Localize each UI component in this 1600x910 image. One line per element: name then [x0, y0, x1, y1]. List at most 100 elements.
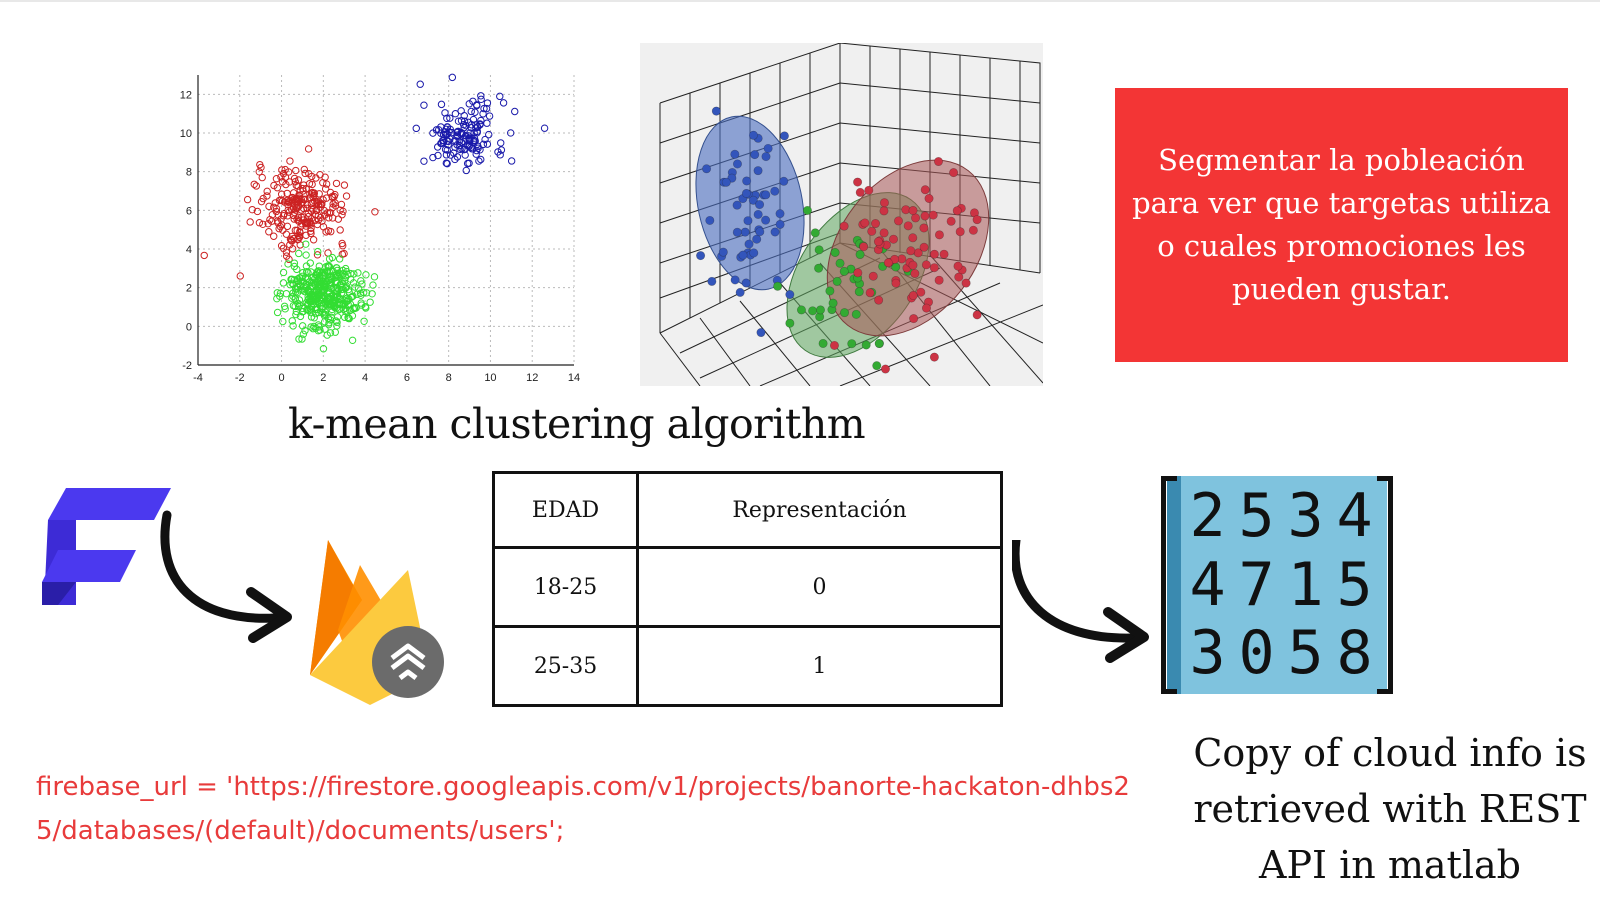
data-point	[292, 204, 301, 213]
data-point	[835, 258, 845, 268]
matrix-cell: 4	[1336, 481, 1373, 551]
data-point	[743, 216, 753, 226]
data-point	[753, 209, 763, 219]
matrix-shade	[1167, 476, 1181, 694]
data-point	[344, 313, 352, 322]
data-point	[779, 176, 789, 186]
data-point	[702, 164, 712, 174]
data-point	[879, 206, 889, 216]
data-point	[796, 305, 806, 315]
data-point	[349, 279, 358, 287]
data-point	[264, 219, 272, 228]
table-header-cell: Representación	[636, 471, 1003, 549]
data-point	[290, 174, 299, 183]
data-point	[867, 226, 877, 236]
data-point	[511, 107, 519, 116]
table-row: 18-25 0	[491, 546, 1003, 628]
data-point	[337, 300, 345, 309]
note-line: para ver que targetas utiliza	[1132, 186, 1551, 220]
data-point	[873, 237, 883, 247]
data-point	[761, 215, 771, 225]
x-tick-label: 14	[568, 372, 580, 384]
data-point	[276, 292, 284, 300]
data-point	[302, 231, 310, 239]
data-point	[286, 157, 294, 165]
data-point	[955, 227, 965, 237]
y-tick-label: 4	[186, 244, 192, 256]
data-point	[929, 352, 939, 362]
data-point	[853, 177, 863, 187]
data-point	[236, 272, 244, 280]
data-point	[333, 318, 341, 327]
data-point	[864, 185, 874, 195]
data-point	[321, 185, 330, 193]
age-representation-table: EDAD Representación 18-25 0 25-35 1	[491, 471, 1003, 707]
data-point	[299, 307, 307, 316]
data-point	[326, 209, 335, 217]
data-point	[279, 268, 288, 277]
data-point	[924, 193, 934, 203]
data-point	[248, 205, 256, 214]
data-point	[308, 172, 316, 181]
data-point	[480, 104, 488, 113]
segmentation-note: Segmentar la pobleación para ver que tar…	[1115, 88, 1568, 362]
data-point	[485, 130, 493, 139]
matrix-cell: 0	[1238, 618, 1275, 689]
data-point	[870, 219, 880, 229]
data-point	[331, 296, 340, 304]
data-point	[316, 171, 324, 179]
matrix-cell: 5	[1336, 549, 1373, 620]
data-point	[854, 287, 864, 297]
data-point	[298, 322, 307, 330]
data-point	[721, 177, 731, 187]
data-point	[711, 106, 721, 116]
data-point	[961, 278, 971, 288]
data-point	[275, 224, 283, 233]
data-point	[320, 310, 328, 318]
data-point	[314, 308, 323, 317]
data-point	[282, 289, 291, 298]
data-point	[465, 135, 473, 144]
data-point	[333, 322, 341, 330]
data-point	[756, 328, 766, 338]
clustering-caption: k-mean clustering algorithm	[288, 400, 866, 448]
data-point	[412, 124, 420, 133]
data-point	[496, 151, 504, 159]
matrix-icon: 2 5 3 4 4 7 1 5 3 0 5 8	[1161, 476, 1393, 694]
data-point	[855, 187, 865, 197]
data-point	[474, 144, 482, 152]
data-point	[356, 289, 365, 297]
matrix-cell: 1	[1287, 549, 1324, 620]
data-point	[919, 223, 929, 233]
y-tick-label: 12	[180, 89, 192, 101]
data-point	[326, 329, 335, 337]
data-point	[454, 127, 462, 135]
data-point	[357, 277, 365, 285]
data-point	[883, 258, 893, 268]
data-point	[909, 314, 919, 324]
x-tick-label: 12	[526, 372, 538, 384]
data-point	[903, 221, 913, 231]
data-point	[345, 295, 353, 303]
data-point	[255, 168, 263, 176]
table-cell: 25-35	[491, 625, 640, 707]
data-point	[832, 276, 842, 286]
data-point	[302, 218, 310, 226]
data-point	[868, 271, 878, 281]
data-point	[307, 227, 315, 235]
data-point	[471, 108, 479, 116]
data-point	[324, 263, 333, 271]
note-line: o cuales promociones les	[1157, 229, 1526, 263]
data-point	[744, 239, 754, 249]
y-tick-label: 6	[186, 205, 192, 217]
data-point	[341, 307, 350, 316]
data-point	[348, 336, 357, 345]
data-point	[696, 251, 706, 261]
data-point	[299, 330, 308, 338]
matrix-cell: 8	[1336, 618, 1373, 689]
data-point	[454, 117, 463, 125]
data-point	[265, 202, 273, 211]
data-point	[443, 159, 451, 168]
data-point	[453, 153, 462, 161]
